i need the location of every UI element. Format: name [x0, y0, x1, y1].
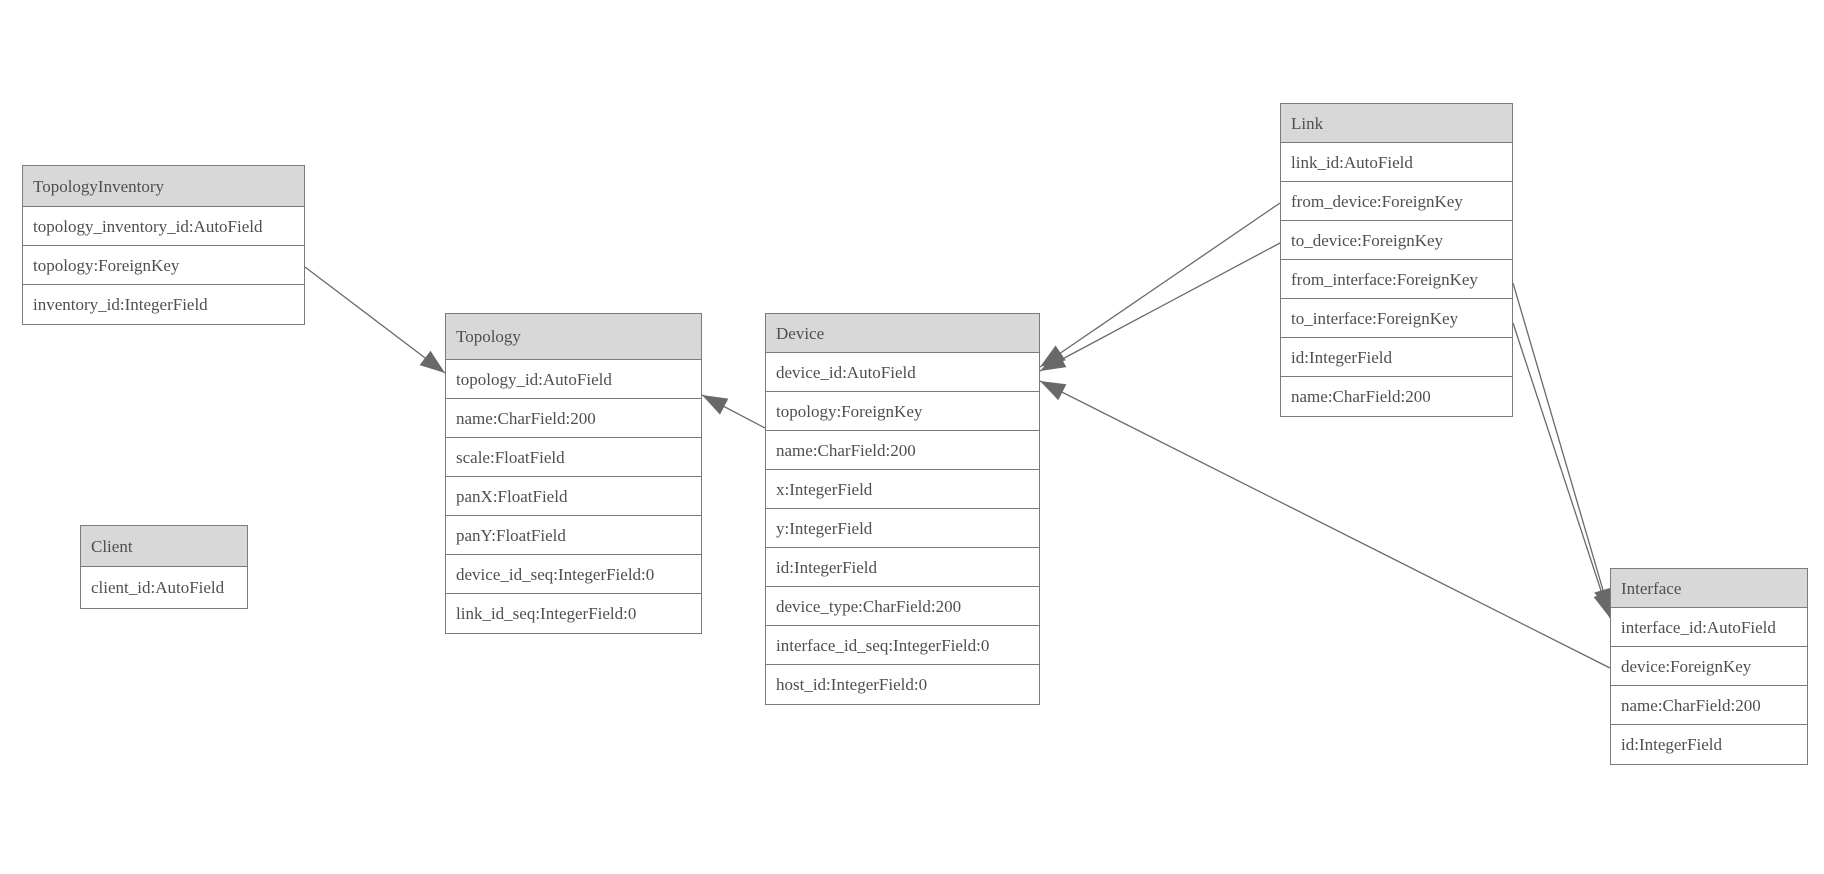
entity-field: id:IntegerField	[1281, 338, 1512, 377]
relation-line-Link.from_interface-to-Interface.interface_id	[1512, 282, 1612, 615]
entity-field: y:IntegerField	[766, 509, 1039, 548]
entity-field: panY:FloatField	[446, 516, 701, 555]
entity-field: name:CharField:200	[1281, 377, 1512, 416]
entity-field: name:CharField:200	[1611, 686, 1807, 725]
entity-field: topology_id:AutoField	[446, 360, 701, 399]
entity-field: device_type:CharField:200	[766, 587, 1039, 626]
entity-field: link_id:AutoField	[1281, 143, 1512, 182]
entity-header: Client	[81, 526, 247, 567]
entity-field: inventory_id:IntegerField	[23, 285, 304, 324]
entity-field: name:CharField:200	[446, 399, 701, 438]
relation-line-Link.to_device-to-Device.device_id	[1039, 242, 1281, 372]
relation-line-Device.topology-to-Topology.topology_id	[701, 394, 766, 429]
relation-line-Link.to_interface-to-Interface.interface_id	[1512, 322, 1611, 619]
entity-field: device_id:AutoField	[766, 353, 1039, 392]
entity-field: topology:ForeignKey	[766, 392, 1039, 431]
entity-header: Interface	[1611, 569, 1807, 608]
entity-field: name:CharField:200	[766, 431, 1039, 470]
entity-header: TopologyInventory	[23, 166, 304, 207]
entity-field: from_interface:ForeignKey	[1281, 260, 1512, 299]
entity-field: device:ForeignKey	[1611, 647, 1807, 686]
entity-field: to_device:ForeignKey	[1281, 221, 1512, 260]
entity-header: Link	[1281, 104, 1512, 143]
entity-field: x:IntegerField	[766, 470, 1039, 509]
relation-line-TopologyInventory.topology-to-Topology.topology_id	[304, 266, 446, 374]
entity-field: topology:ForeignKey	[23, 246, 304, 285]
entity-field: from_device:ForeignKey	[1281, 182, 1512, 221]
entity-field: link_id_seq:IntegerField:0	[446, 594, 701, 633]
entity-field: host_id:IntegerField:0	[766, 665, 1039, 704]
entity-field: interface_id:AutoField	[1611, 608, 1807, 647]
entity-field: topology_inventory_id:AutoField	[23, 207, 304, 246]
entity-header: Topology	[446, 314, 701, 360]
entity-field: interface_id_seq:IntegerField:0	[766, 626, 1039, 665]
entity-field: to_interface:ForeignKey	[1281, 299, 1512, 338]
relation-line-Link.from_device-to-Device.device_id	[1039, 202, 1281, 368]
entity-field: id:IntegerField	[1611, 725, 1807, 764]
entity-field: panX:FloatField	[446, 477, 701, 516]
entity-field: client_id:AutoField	[81, 567, 247, 608]
entity-header: Device	[766, 314, 1039, 353]
entity-field: device_id_seq:IntegerField:0	[446, 555, 701, 594]
relation-line-Interface.device-to-Device.device_id	[1039, 380, 1611, 669]
entity-field: id:IntegerField	[766, 548, 1039, 587]
entity-field: scale:FloatField	[446, 438, 701, 477]
